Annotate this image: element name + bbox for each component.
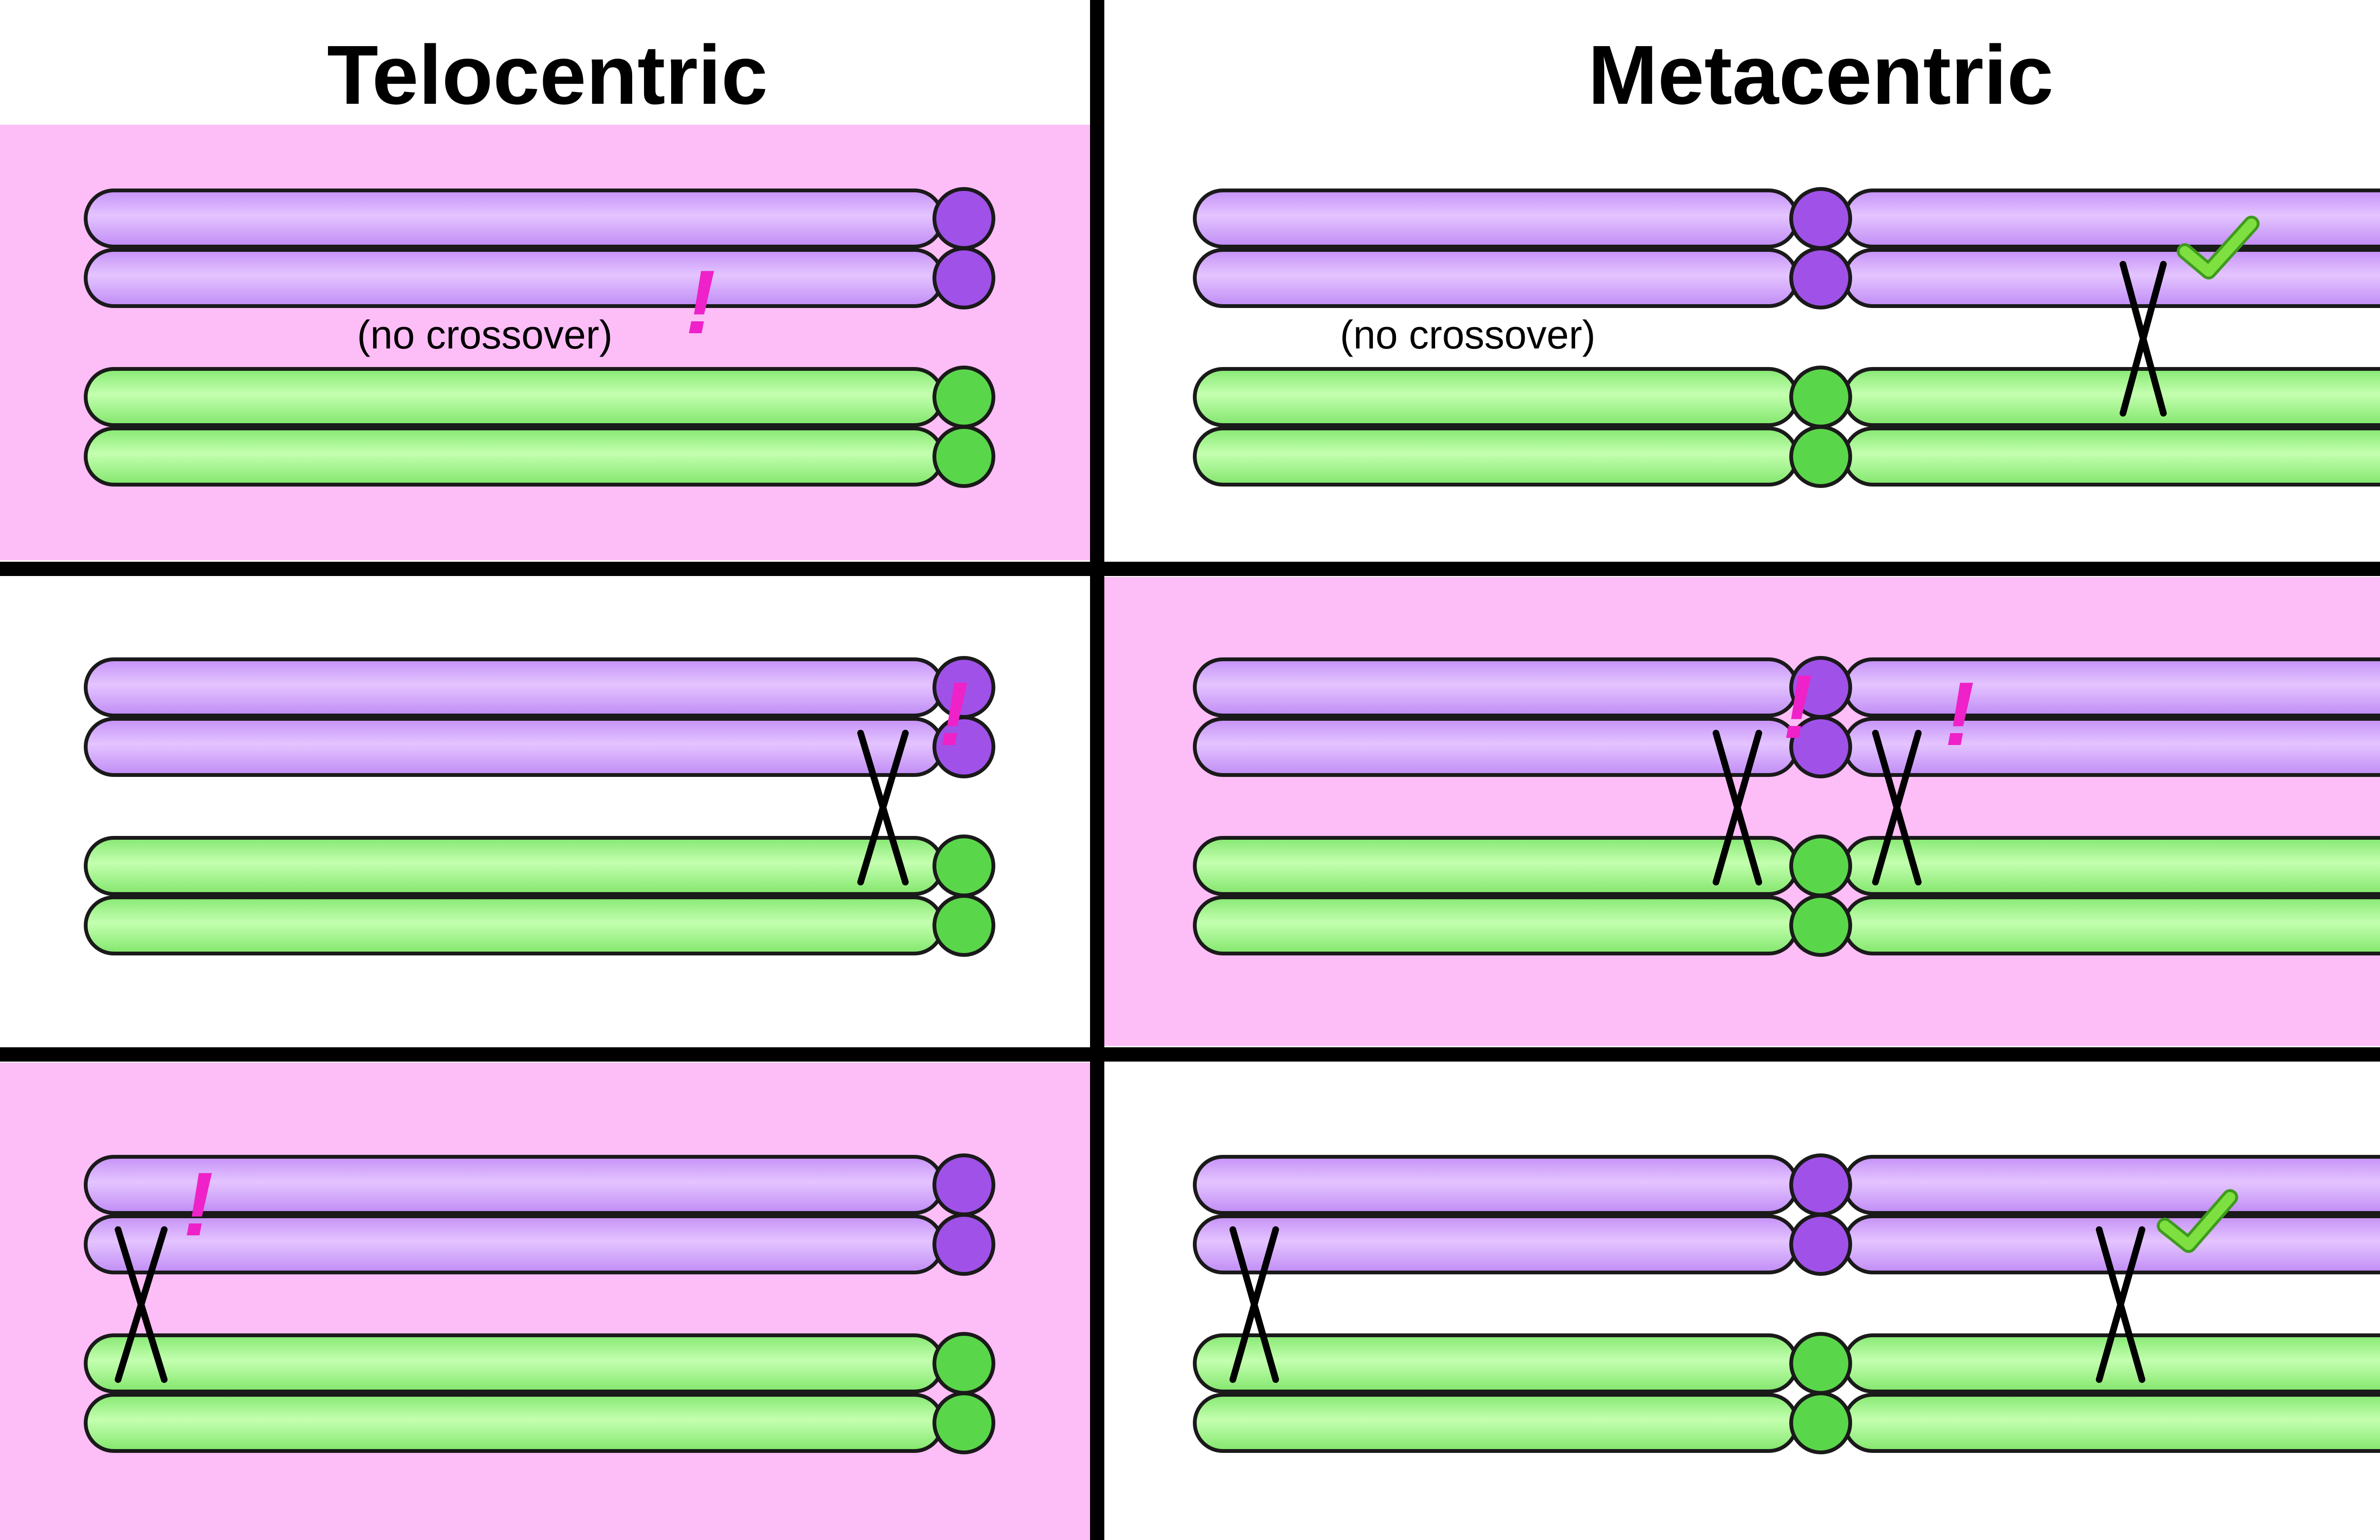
purple-chromatid-arm-right [1843, 1155, 2380, 1215]
green-centromere [1789, 366, 1852, 428]
panel-highlight-telocentric-row2 [0, 577, 1090, 1046]
green-chromatid-arm-left [1193, 1333, 1799, 1393]
green-chromatid-arm-right [1843, 427, 2380, 487]
green-centromere [932, 835, 995, 897]
check-mark-icon [2177, 216, 2260, 279]
vertical-divider [1090, 0, 1104, 1540]
green-chromatid-arm-left [1193, 427, 1799, 487]
green-centromere [1789, 1332, 1852, 1395]
purple-chromatid-arm-left [1193, 189, 1799, 248]
purple-centromere [1789, 187, 1852, 250]
crossover-x-mark [2096, 1226, 2145, 1383]
crossover-x-mark [1713, 730, 1762, 885]
warning-exclamation-icon: ! [1944, 664, 1974, 765]
green-centromere [932, 366, 995, 428]
purple-centromere [932, 715, 995, 778]
purple-centromere [932, 1213, 995, 1276]
crossover-layer [115, 261, 2167, 1383]
green-chromatid-arm-right [1843, 895, 2380, 955]
purple-chromatid-arm [84, 657, 944, 717]
green-chromatid-arm-left [1193, 1393, 1799, 1453]
green-centromere [1789, 835, 1852, 897]
purple-centromere [1789, 715, 1852, 778]
purple-chromatid-arm-left [1193, 1214, 1799, 1274]
purple-centromere [1789, 247, 1852, 309]
purple-chromatid-arm [84, 189, 944, 248]
purple-chromatid-arm-right [1843, 657, 2380, 717]
warning-exclamation-icon: ! [1783, 656, 1813, 757]
panel-highlight-telocentric-row3 [0, 1063, 1090, 1540]
warning-exclamation-icon: ! [939, 664, 969, 765]
column-title-telocentric: Telocentric [327, 29, 768, 122]
no-crossover-note-telocentric: (no crossover) [357, 312, 613, 357]
green-chromatid-arm-right [1843, 836, 2380, 896]
purple-chromatid-arm-left [1193, 248, 1799, 308]
check-mark-icon [2157, 1189, 2238, 1253]
purple-centromere [932, 187, 995, 250]
green-chromatid-arm [84, 427, 944, 487]
crossover-x-mark [2120, 261, 2167, 417]
warning-exclamation-icon: ! [183, 1154, 213, 1255]
purple-chromatid-arm [84, 1214, 944, 1274]
panel-highlight-metacentric-row3 [1104, 1063, 2380, 1540]
purple-chromatid-arm [84, 1155, 944, 1215]
success-marks [2157, 216, 2260, 1253]
green-centromere [932, 894, 995, 957]
purple-chromatid-arm [84, 248, 944, 308]
purple-chromatid-arm-left [1193, 1155, 1799, 1215]
crossover-x-mark [1872, 730, 1922, 885]
column-title-metacentric: Metacentric [1588, 29, 2053, 122]
warning-exclamation-icon: ! [685, 252, 715, 353]
purple-chromatid-arm [84, 717, 944, 777]
green-centromere [1789, 894, 1852, 957]
horizontal-divider-1 [0, 562, 2380, 576]
green-centromere [932, 425, 995, 488]
purple-chromatid-arm-left [1193, 717, 1799, 777]
green-centromere [1789, 425, 1852, 488]
green-chromatid-arm [84, 836, 944, 896]
green-centromere [1789, 1391, 1852, 1454]
green-chromatid-arm-left [1193, 895, 1799, 955]
green-chromatid-arm [84, 1393, 944, 1453]
purple-chromatid-arm-left [1193, 657, 1799, 717]
purple-centromere [1789, 1153, 1852, 1216]
panel-highlight-metacentric-row2 [1104, 577, 2380, 1046]
green-chromatid-arm-left [1193, 367, 1799, 427]
purple-chromatid-arm-right [1843, 248, 2380, 308]
green-centromere [932, 1391, 995, 1454]
purple-chromatid-arm-right [1843, 717, 2380, 777]
green-chromatid-arm-right [1843, 1393, 2380, 1453]
green-chromatid-arm [84, 895, 944, 955]
purple-centromere [932, 1153, 995, 1216]
crossover-x-mark [857, 730, 909, 885]
no-crossover-note-metacentric: (no crossover) [1340, 312, 1596, 357]
green-chromatid-arm-left [1193, 836, 1799, 896]
purple-centromere [932, 247, 995, 309]
crossover-x-mark [1230, 1226, 1279, 1383]
horizontal-divider-2 [0, 1047, 2380, 1062]
chromosome-layer [84, 187, 2380, 1454]
crossover-x-mark [115, 1226, 168, 1383]
green-chromatid-arm-right [1843, 367, 2380, 427]
green-centromere [932, 1332, 995, 1395]
green-chromatid-arm [84, 367, 944, 427]
purple-chromatid-arm-right [1843, 189, 2380, 248]
green-chromatid-arm [84, 1333, 944, 1393]
purple-centromere [1789, 1213, 1852, 1276]
warning-marks: ! ! ! ! ! [183, 252, 1974, 1255]
